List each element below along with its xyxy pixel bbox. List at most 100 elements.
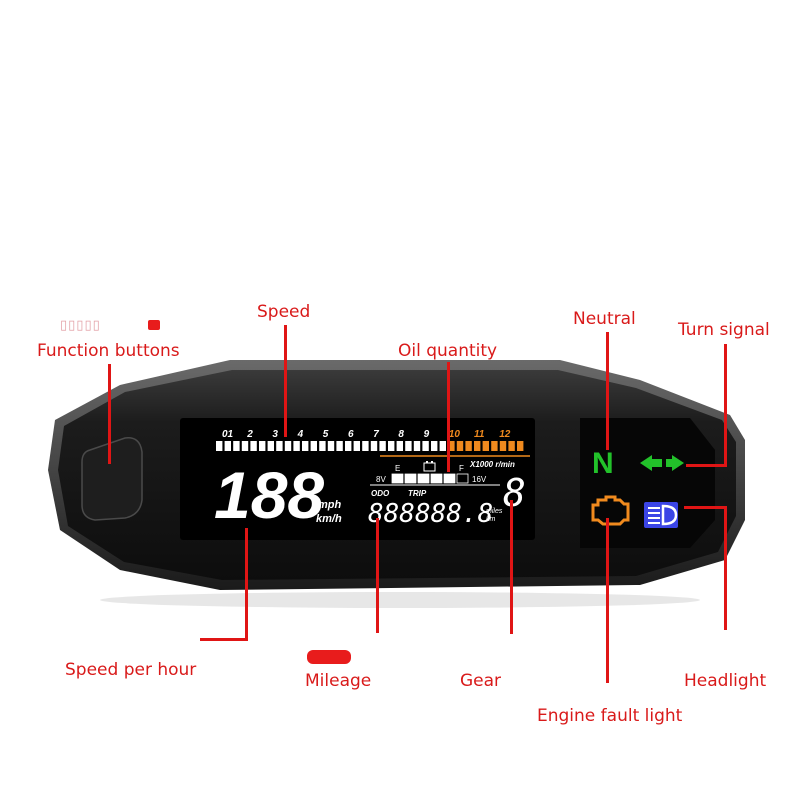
label-neutral: Neutral [573, 309, 636, 329]
tach-segment [293, 441, 300, 451]
fuel-segment [456, 473, 469, 484]
label-turn-signal: Turn signal [678, 320, 770, 340]
callout-line-speed [284, 325, 287, 437]
callout-line-speed-hour-h [200, 638, 248, 641]
tach-tick-label: 11 [474, 429, 485, 440]
gear-digit: 8 [503, 471, 526, 515]
tach-segment [267, 441, 274, 451]
volt-high-label: 16V [472, 475, 487, 484]
tach-segment [319, 441, 326, 451]
odo-label: ODO [371, 489, 390, 498]
tachometer-bar [216, 441, 530, 457]
fuel-segment [443, 473, 456, 484]
tach-segment [284, 441, 292, 451]
tach-segment [431, 441, 438, 451]
tach-segment [405, 441, 412, 451]
distance-unit-miles: miles [486, 508, 503, 515]
speed-unit-kmh: km/h [316, 513, 342, 525]
fuel-voltage-bar [391, 473, 469, 484]
tach-tick-label: 01 [222, 429, 234, 440]
callout-line-turn-h [686, 464, 727, 467]
tach-segment [413, 441, 421, 451]
neutral-indicator: N [592, 447, 614, 480]
battery-icon [423, 461, 436, 472]
tach-tick-label: 7 [373, 429, 379, 440]
trip-label: TRIP [408, 489, 427, 498]
tach-segment [474, 441, 481, 451]
tach-segment [216, 441, 223, 451]
tach-tick-label: 5 [323, 429, 329, 440]
tach-segment [353, 441, 360, 451]
tach-segment [250, 441, 257, 451]
tach-segment [224, 441, 231, 451]
callout-line-gear [510, 500, 513, 634]
tach-tick-label: 8 [398, 429, 404, 440]
label-speed-per-hour: Speed per hour [65, 660, 197, 680]
smudged-text: ▯▯▯▯▯ [60, 318, 101, 333]
fuel-segment [430, 473, 443, 484]
callout-line-oil [447, 362, 450, 472]
label-function-buttons: Function buttons [37, 341, 180, 361]
tach-tick-label: 6 [348, 429, 354, 440]
label-speed: Speed [257, 302, 311, 322]
tach-segment [362, 441, 369, 451]
tach-segment [336, 441, 343, 451]
function-button[interactable] [81, 437, 143, 521]
tach-segment [379, 441, 386, 451]
tach-segment [302, 441, 309, 451]
tach-segment [396, 441, 403, 451]
fuel-empty-label: E [395, 464, 400, 473]
tach-segment [241, 441, 249, 451]
label-mileage: Mileage [305, 671, 372, 691]
volt-low-label: 8V [376, 475, 386, 484]
tach-tick-label: 10 [449, 429, 461, 440]
callout-line-function [108, 364, 111, 464]
label-engine-fault-light: Engine fault light [537, 706, 683, 726]
tach-segment [370, 441, 378, 451]
tach-segment [499, 441, 507, 451]
callout-line-turn [724, 344, 727, 466]
tach-segment [259, 441, 266, 451]
tach-segment [233, 441, 240, 451]
fuel-segment [404, 473, 417, 484]
tach-tick-label: 12 [499, 429, 511, 440]
indicator-panel [580, 418, 715, 548]
callout-line-headlight-h [684, 506, 727, 509]
tach-segment [517, 441, 524, 451]
fuel-segment [417, 473, 430, 484]
tach-segment [508, 441, 515, 451]
speed-unit-mph: mph [318, 499, 342, 511]
tach-tick-label: 2 [246, 429, 253, 440]
callout-line-neutral [606, 332, 609, 450]
callout-line-engine [606, 518, 609, 683]
tach-segment [327, 441, 335, 451]
red-mark-mileage [307, 650, 351, 664]
odometer-digits: 888888.8 [368, 499, 493, 529]
engine-check-icon [591, 495, 630, 526]
tach-segment [465, 441, 472, 451]
tach-segment [422, 441, 429, 451]
tach-segment [310, 441, 317, 451]
red-mark-top [148, 320, 160, 330]
tach-segment [276, 441, 283, 451]
label-gear: Gear [460, 671, 502, 691]
tach-segment [345, 441, 352, 451]
label-oil-quantity: Oil quantity [398, 341, 498, 361]
tach-segment [491, 441, 498, 451]
rpm-unit-label: X1000 r/min [469, 460, 515, 469]
callout-line-headlight [724, 508, 727, 630]
label-headlight: Headlight [684, 671, 767, 691]
tach-tick-label: 4 [297, 429, 304, 440]
tach-segment [456, 441, 464, 451]
tach-segment [388, 441, 395, 451]
speed-digits: 188 [214, 458, 324, 532]
turn-signal-icon [640, 455, 684, 471]
tach-segment [448, 441, 455, 451]
high-beam-headlight-icon [644, 502, 678, 528]
callout-line-mileage [376, 518, 379, 633]
distance-unit-km: km [486, 516, 496, 523]
tach-segment [439, 441, 446, 451]
tach-tick-label: 9 [424, 429, 430, 440]
